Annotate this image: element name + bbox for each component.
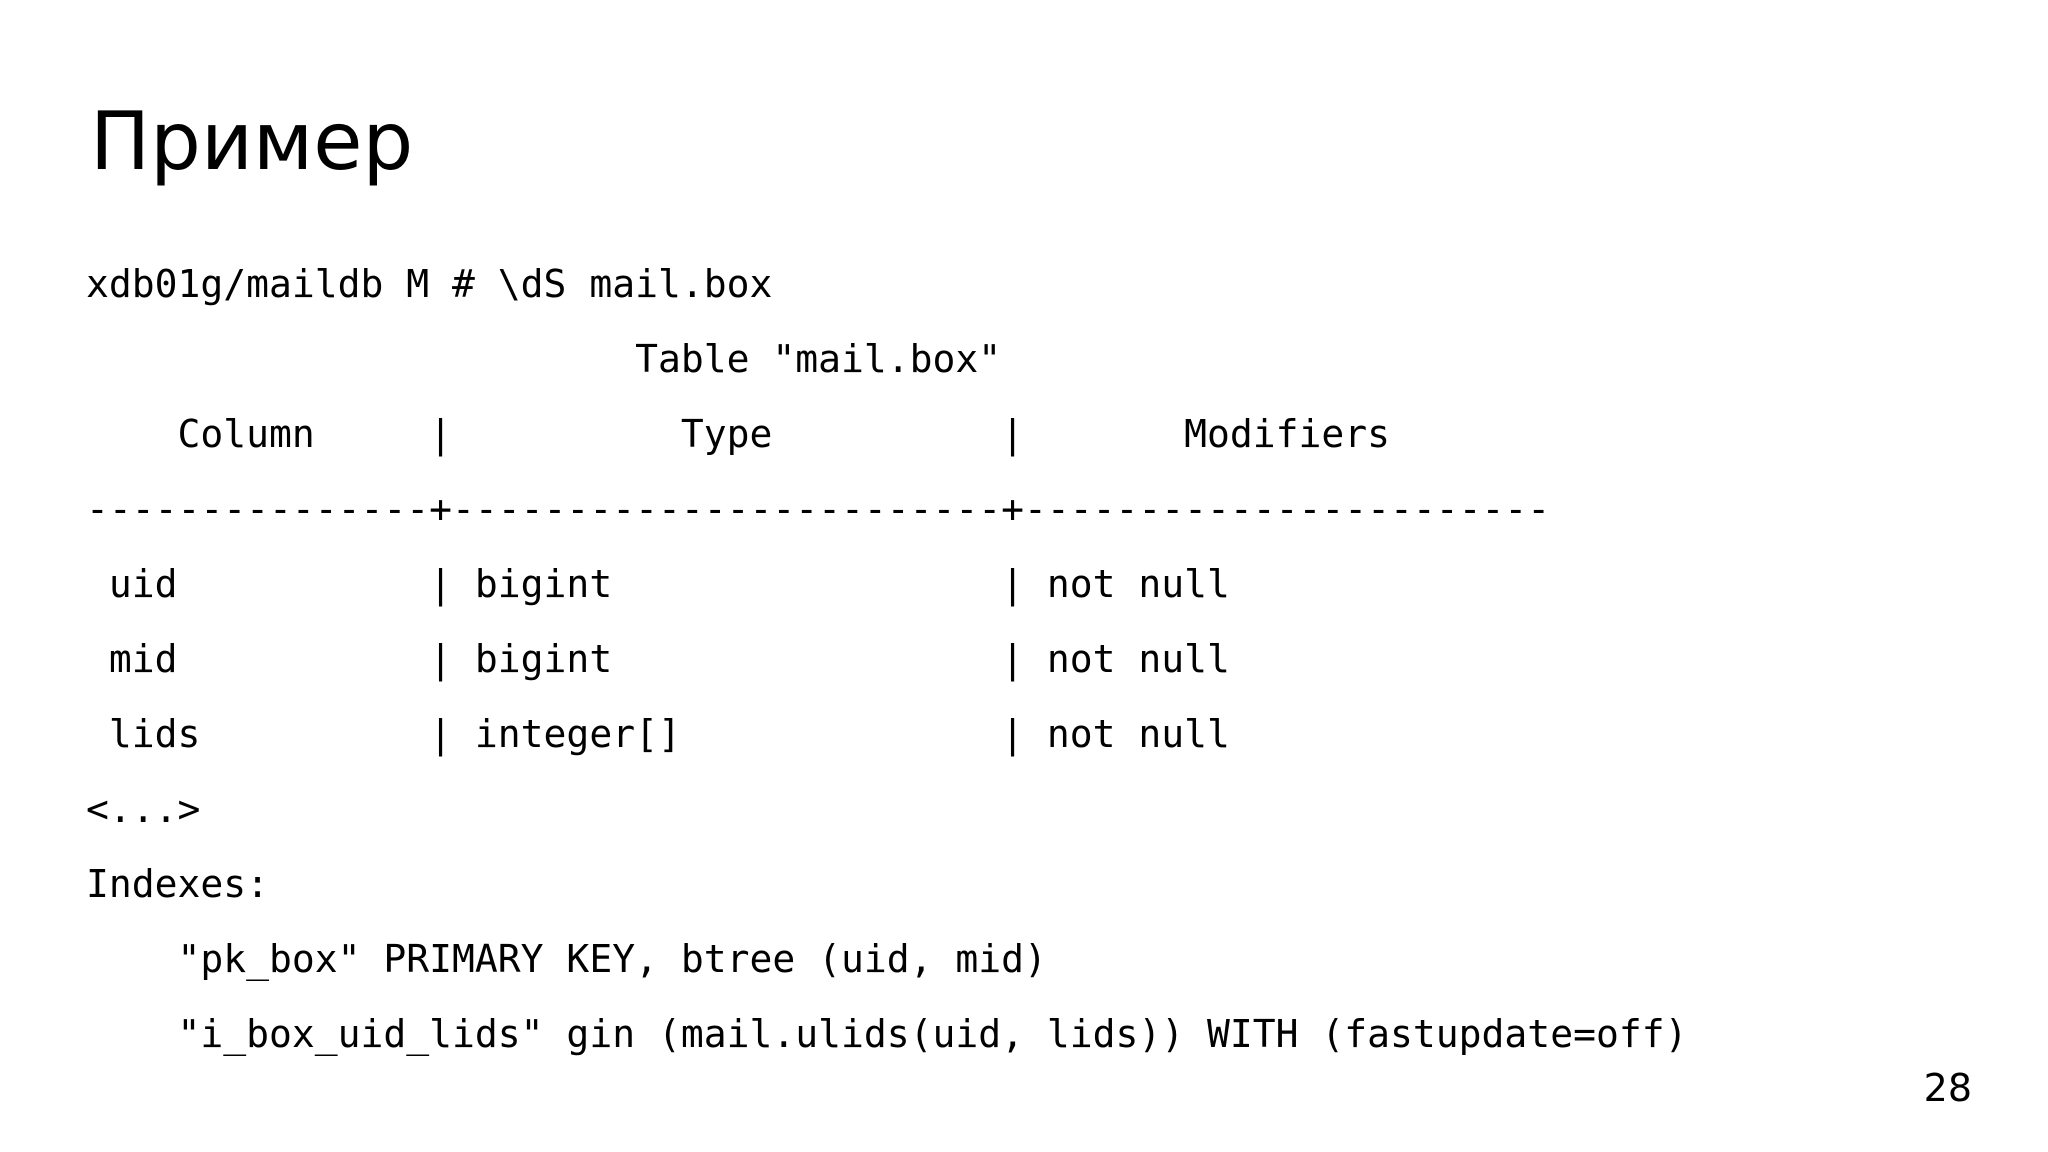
psql-terminal-output: xdb01g/maildb M # \dS mail.box Table "ma… bbox=[86, 262, 1688, 1056]
slide-page-number: 28 bbox=[1923, 1066, 1972, 1110]
page-title: Пример bbox=[90, 95, 414, 188]
